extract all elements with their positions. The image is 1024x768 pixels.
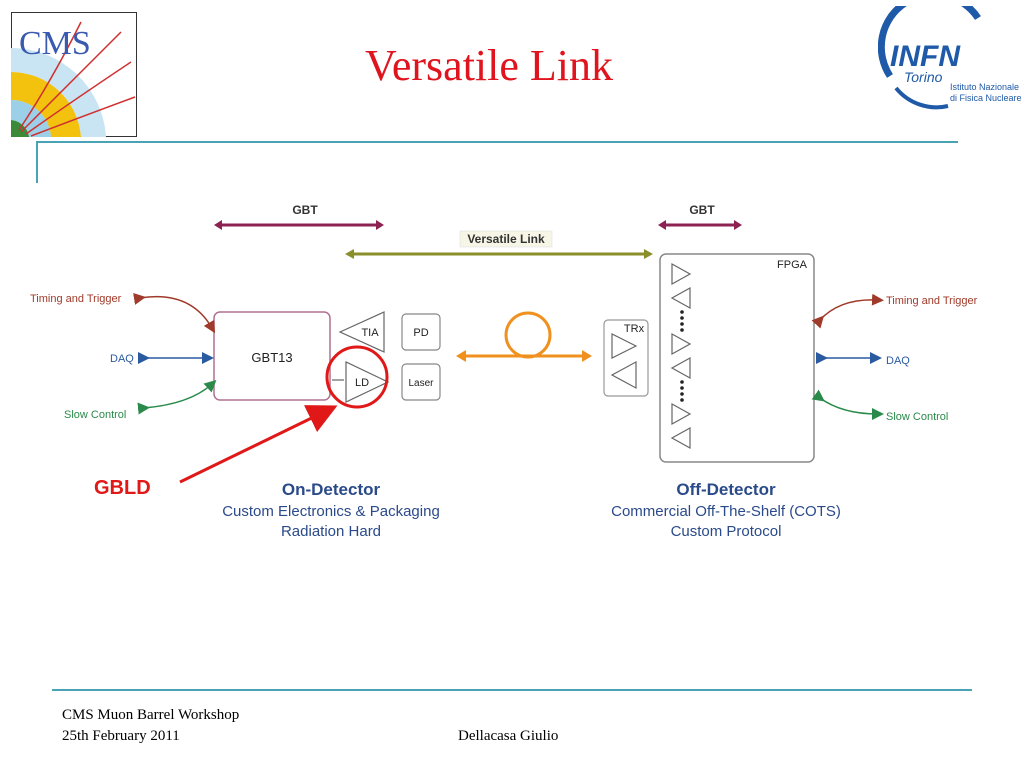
off-detector-line1: Commercial Off-The-Shelf (COTS) [611,503,841,520]
infn-line2: di Fisica Nucleare [950,93,1022,103]
fpga-transceiver-column [670,262,692,450]
cms-logo: CMS [11,12,137,137]
right-slow-arrow [811,389,884,420]
bottom-rule [52,689,972,691]
right-daq-label: DAQ [886,355,910,367]
laser-box [401,363,441,401]
left-timing-label: Timing and Trigger [30,293,122,305]
gbt13-box [213,311,331,401]
fpga-box [659,253,815,463]
gbt-left-arrow [214,220,384,230]
ld-label: LD [355,377,369,389]
trx-receiver-triangle [611,333,638,359]
gbld-pointer-arrow [179,405,338,484]
gbt-left-label: GBT [292,203,318,217]
on-detector-title: On-Detector [282,480,381,499]
footer-date: 25th February 2011 [62,728,180,744]
gbld-label: GBLD [94,477,151,499]
gbt-right-arrow [658,220,742,230]
off-detector-title: Off-Detector [676,480,776,499]
trx-label: TRx [624,323,645,335]
versatile-link-label: Versatile Link [467,232,545,246]
fiber-loop [504,311,552,359]
trx-transmitter-triangle [610,360,637,390]
left-daq-label: DAQ [110,353,134,365]
fpga-label: FPGA [777,259,808,271]
slide-title: Versatile Link [364,41,614,90]
right-timing-arrow [811,293,884,329]
footer-author: Dellacasa Giulio [458,728,559,744]
tia-label: TIA [361,327,379,339]
gbt-right-label: GBT [689,203,715,217]
pd-box [401,313,441,351]
left-slow-label: Slow Control [64,409,126,421]
infn-logo: INFN Torino Istituto Nazionale di Fisica… [878,6,1022,110]
ld-amplifier [345,361,390,403]
fpga-ellipsis-dots [680,310,684,402]
versatile-link-label-bg [459,230,553,248]
cms-logo-text: CMS [19,25,91,62]
right-slow-label: Slow Control [886,411,948,423]
fiber-link-arrow [456,350,592,362]
infn-city-text: Torino [904,69,943,85]
off-detector-line2: Custom Protocol [671,523,782,540]
laser-label: Laser [408,378,434,389]
versatile-link-arrow [345,249,653,259]
footer-workshop: CMS Muon Barrel Workshop [62,707,240,723]
left-slow-arrow [137,379,217,415]
gbt13-label: GBT13 [251,350,292,365]
gbld-highlight-circle [325,345,389,409]
on-detector-line1: Custom Electronics & Packaging [222,503,440,520]
left-rule [36,141,38,183]
tia-amplifier [338,311,385,353]
pd-label: PD [413,327,428,339]
left-timing-arrow [133,293,216,334]
infn-logo-text: INFN [890,40,961,73]
infn-line1: Istituto Nazionale [950,82,1019,92]
on-detector-line2: Radiation Hard [281,523,381,540]
right-timing-label: Timing and Trigger [886,295,978,307]
top-rule [36,141,958,143]
